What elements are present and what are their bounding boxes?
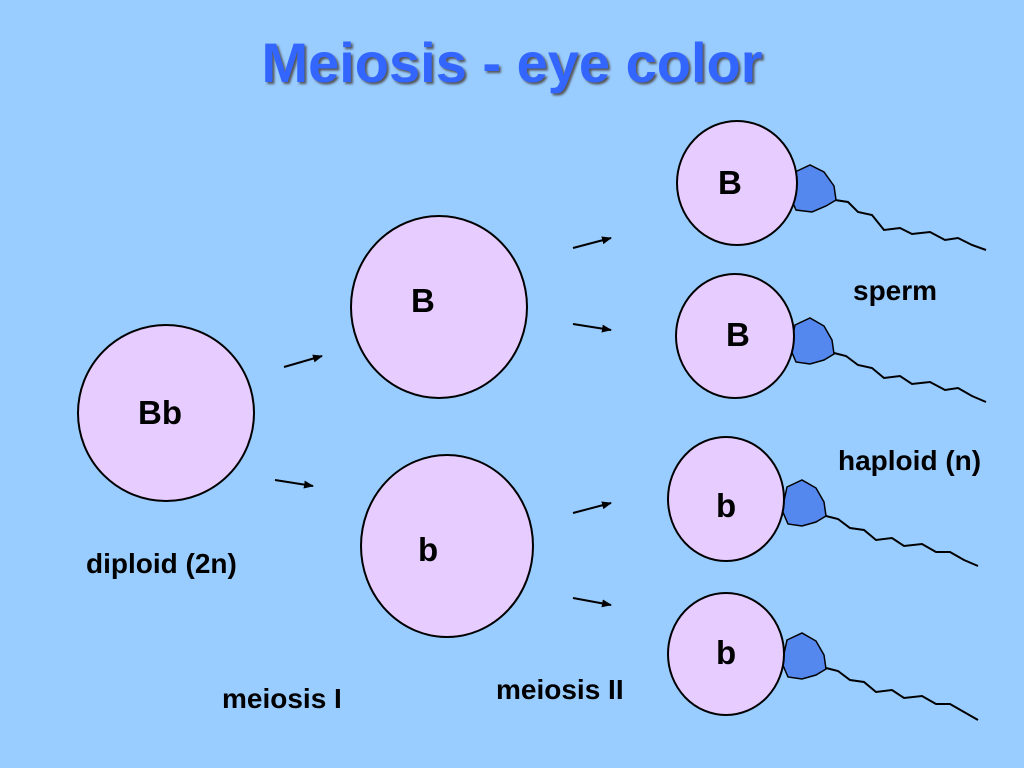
- meiosis2-label: meiosis II: [496, 674, 624, 705]
- arrow-to-B: [283, 354, 323, 368]
- meiosis1-label: meiosis I: [222, 683, 342, 714]
- sperm-label: sperm: [853, 275, 938, 306]
- sperm-cell-label-3: b: [716, 487, 737, 524]
- sperm-1: [676, 120, 987, 251]
- page-title: Meiosis - eye color: [261, 31, 763, 94]
- sperm-cell-label-2: B: [726, 316, 750, 353]
- meiosis1-cell-label-1: B: [411, 282, 435, 319]
- meiosis1-cell-b: [360, 454, 534, 638]
- diploid-label: diploid (2n): [86, 548, 237, 579]
- sperm-cell-label-1: B: [718, 164, 742, 201]
- arrow-to-b: [274, 479, 314, 489]
- sperm-cell-label-4: b: [716, 634, 737, 671]
- parent-cell-label: Bb: [138, 394, 182, 431]
- sperm-3: [667, 436, 979, 567]
- arrow-to-sperm-1: [572, 236, 612, 249]
- haploid-label: haploid (n): [838, 445, 982, 476]
- arrow-to-sperm-4: [572, 597, 612, 608]
- arrow-to-sperm-2: [572, 323, 612, 333]
- sperm-2: [675, 273, 987, 403]
- meiosis1-cell-B: [350, 215, 528, 399]
- parent-cell: [77, 324, 255, 502]
- arrow-to-sperm-3: [572, 501, 612, 514]
- sperm-4: [667, 592, 979, 721]
- meiosis1-cell-label-2: b: [418, 531, 439, 568]
